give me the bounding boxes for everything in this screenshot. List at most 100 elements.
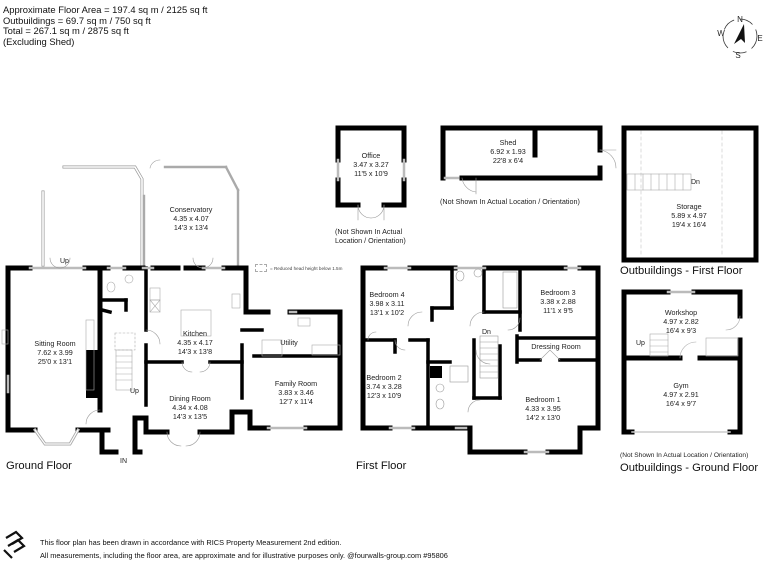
outbuildings-location-note: (Not Shown In Actual Location / Orientat… <box>620 452 749 459</box>
reduced-head-height-legend: = Reduced head height below 1.5m <box>255 264 342 272</box>
storage-stairs-down-label: Dn <box>691 179 700 186</box>
room-dressing-room: Dressing Room <box>531 342 581 352</box>
room-imperial: 11'1 x 9'5 <box>543 305 573 315</box>
room-bedroom-1: Bedroom 1 4.33 x 3.95 14'2 x 13'0 <box>525 395 561 422</box>
room-storage: Storage 5.89 x 4.97 19'4 x 16'4 <box>671 202 707 229</box>
ground-floor-label: Ground Floor <box>6 460 72 472</box>
compass-n: N <box>737 15 743 24</box>
room-imperial: 25'0 x 13'1 <box>37 356 73 366</box>
room-imperial: 16'4 x 9'7 <box>665 398 697 408</box>
room-imperial: 22'8 x 6'4 <box>492 155 524 165</box>
room-sitting-room: Sitting Room 7.62 x 3.99 25'0 x 13'1 <box>34 339 76 366</box>
entrance-in-label: IN <box>120 458 127 465</box>
first-floor-stairs-down-label: Dn <box>482 329 491 336</box>
shed-location-note: (Not Shown In Actual Location / Orientat… <box>440 197 580 206</box>
office-plan <box>335 125 407 221</box>
total-area-text: Total = 267.1 sq m / 2875 sq ft <box>3 25 129 37</box>
room-imperial: 11'5 x 10'9 <box>354 168 388 178</box>
room-metric: 3.38 x 2.88 <box>540 296 576 306</box>
room-name: Conservatory <box>169 205 213 214</box>
compass-icon: N E S W <box>717 15 762 60</box>
footer-rics-line: This floor plan has been drawn in accord… <box>40 538 342 547</box>
footer-disclaimer: This floor plan has been drawn in accord… <box>40 537 448 562</box>
room-imperial: 16'4 x 9'3 <box>665 325 697 335</box>
room-shed: Shed 6.92 x 1.93 22'8 x 6'4 <box>490 138 526 165</box>
room-name: Bedroom 3 <box>540 288 576 297</box>
room-name: Dining Room <box>169 394 211 403</box>
room-gym: Gym 4.97 x 2.91 16'4 x 9'7 <box>663 381 699 408</box>
room-utility: Utility <box>280 338 298 348</box>
area-summary: Approximate Floor Area = 197.4 sq m / 21… <box>3 4 208 47</box>
room-metric: 3.74 x 3.28 <box>366 381 402 391</box>
room-name: Dressing Room <box>531 342 581 351</box>
outbuildings-ground-floor-plan <box>621 289 743 435</box>
outbuildings-first-floor-label: Outbuildings - First Floor <box>620 265 743 277</box>
room-imperial: 12'7 x 11'4 <box>279 396 313 406</box>
room-name: Bedroom 4 <box>369 290 405 299</box>
shed-plan <box>440 125 617 195</box>
room-imperial: 13'1 x 10'2 <box>369 307 405 317</box>
room-metric: 4.97 x 2.91 <box>663 389 699 399</box>
note-line: Location / Orientation) <box>335 236 406 245</box>
room-bedroom-2: Bedroom 2 3.74 x 3.28 12'3 x 10'9 <box>366 373 402 400</box>
room-metric: 4.35 x 4.17 <box>177 337 213 347</box>
room-imperial: 14'3 x 13'8 <box>177 346 213 356</box>
room-metric: 4.34 x 4.08 <box>172 402 208 412</box>
room-conservatory: Conservatory 4.35 x 4.07 14'3 x 13'4 <box>169 205 213 232</box>
workshop-stairs-up-label: Up <box>636 340 645 347</box>
conservatory-frame <box>41 165 144 267</box>
room-metric: 3.98 x 3.11 <box>369 298 405 308</box>
floor-area-text: Approximate Floor Area = 197.4 sq m / 21… <box>3 4 208 15</box>
compass-w: W <box>717 29 725 38</box>
excluding-shed-text: (Excluding Shed) <box>3 35 75 47</box>
footer-measurements-line: All measurements, including the floor ar… <box>40 550 448 560</box>
hall-stairs-up-label: Up <box>130 388 139 395</box>
room-imperial: 14'3 x 13'5 <box>172 411 208 421</box>
room-name: Sitting Room <box>34 339 76 348</box>
fourwalls-logo-icon <box>3 530 26 559</box>
room-name: Bedroom 2 <box>366 373 402 382</box>
note-line: (Not Shown In Actual <box>335 227 403 236</box>
room-metric: 7.62 x 3.99 <box>37 347 73 357</box>
room-imperial: 14'2 x 13'0 <box>525 412 561 422</box>
room-imperial: 12'3 x 10'9 <box>366 390 402 400</box>
room-name: Kitchen <box>183 329 207 338</box>
room-office: Office 3.47 x 3.27 11'5 x 10'9 <box>353 151 389 178</box>
room-bedroom-4: Bedroom 4 3.98 x 3.11 13'1 x 10'2 <box>369 290 405 317</box>
room-imperial: 14'3 x 13'4 <box>173 222 209 232</box>
room-dining-room: Dining Room 4.34 x 4.08 14'3 x 13'5 <box>169 394 211 421</box>
room-name: Gym <box>673 381 689 390</box>
room-metric: 3.83 x 3.46 <box>278 387 314 397</box>
room-name: Utility <box>280 338 298 347</box>
dashed-box-icon <box>255 264 267 272</box>
office-location-note: (Not Shown In Actual Location / Orientat… <box>335 227 406 245</box>
room-metric: 4.33 x 3.95 <box>525 403 561 413</box>
room-name: Storage <box>676 202 702 211</box>
room-name: Family Room <box>274 379 318 388</box>
room-metric: 5.89 x 4.97 <box>671 210 707 220</box>
room-metric: 4.97 x 2.82 <box>663 316 699 326</box>
room-bedroom-3: Bedroom 3 3.38 x 2.88 11'1 x 9'5 <box>540 288 576 315</box>
outbuildings-first-floor-plan <box>621 125 759 263</box>
first-floor-plan <box>360 265 601 455</box>
outbuildings-ground-floor-label: Outbuildings - Ground Floor <box>620 462 759 474</box>
compass-e: E <box>757 34 762 43</box>
room-name: Office <box>361 151 381 160</box>
room-metric: 3.47 x 3.27 <box>353 159 389 169</box>
conservatory-walls <box>142 165 240 267</box>
legend-text: = Reduced head height below 1.5m <box>270 265 343 271</box>
room-workshop: Workshop 4.97 x 2.82 16'4 x 9'3 <box>663 308 699 335</box>
sitting-room-up-label: Up <box>60 258 69 265</box>
compass-s: S <box>735 51 740 60</box>
room-kitchen: Kitchen 4.35 x 4.17 14'3 x 13'8 <box>177 329 213 356</box>
ground-floor-plan <box>1 159 343 455</box>
outbuildings-area-text: Outbuildings = 69.7 sq m / 750 sq ft <box>3 14 151 26</box>
room-family-room: Family Room 3.83 x 3.46 12'7 x 11'4 <box>274 379 318 406</box>
room-name: Workshop <box>664 308 698 317</box>
room-metric: 6.92 x 1.93 <box>490 146 526 156</box>
room-metric: 4.35 x 4.07 <box>173 213 209 223</box>
first-floor-label: First Floor <box>356 460 407 472</box>
room-name: Bedroom 1 <box>525 395 561 404</box>
room-imperial: 19'4 x 16'4 <box>671 219 707 229</box>
